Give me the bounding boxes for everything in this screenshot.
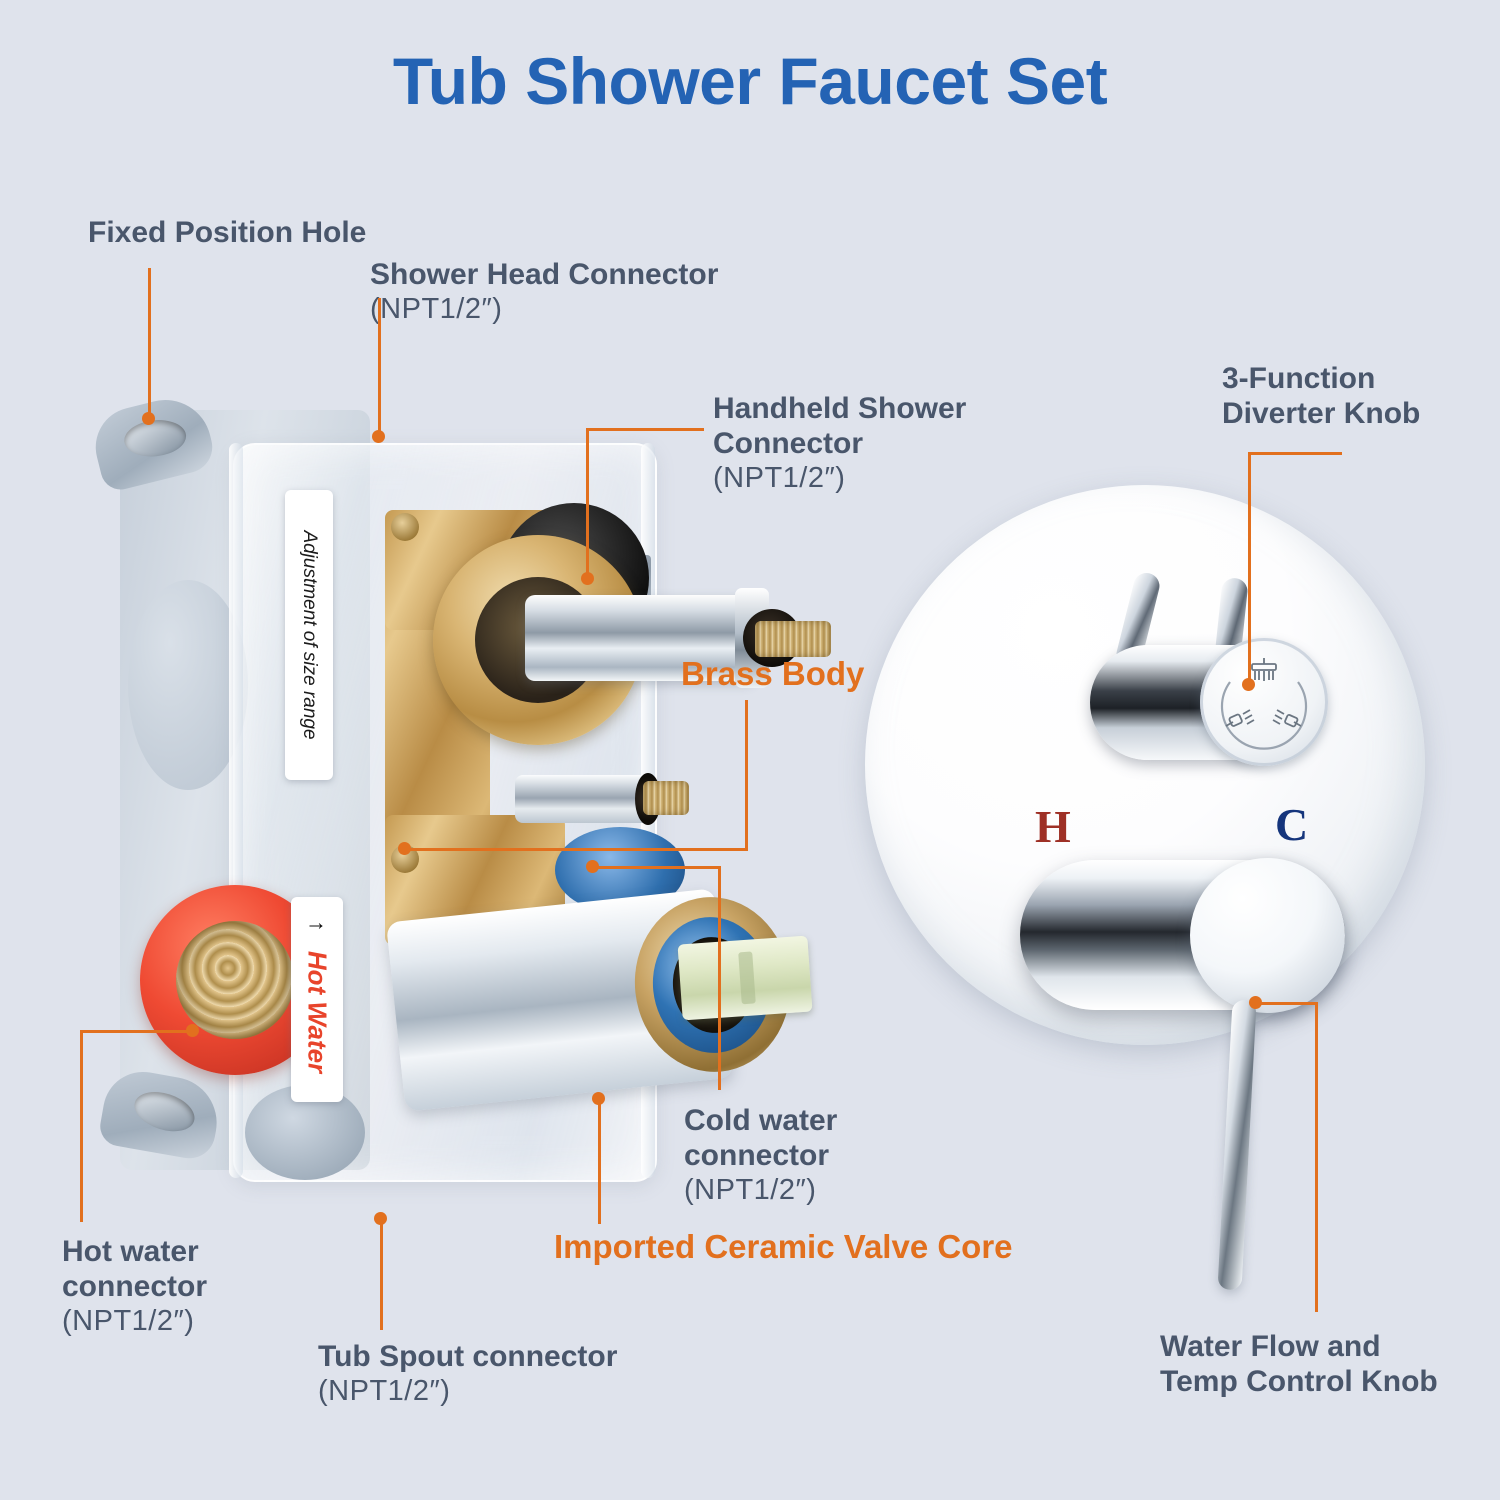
label-handheld-shower-connector: Handheld Shower Connector (NPT1/2″): [713, 392, 966, 495]
label-imported-ceramic-valve-core: Imported Ceramic Valve Core: [554, 1228, 1013, 1265]
mid-connector-stem: [515, 775, 650, 823]
leader-ceramic-valve-core: [598, 1098, 601, 1224]
splined-brass-insert: [755, 621, 831, 657]
leader-dot-ceramic-valve-core: [592, 1092, 605, 1105]
label-hot-water-line2: connector: [62, 1269, 208, 1303]
label-control-line2: Temp Control Knob: [1160, 1364, 1438, 1398]
leader-brass-body-h: [404, 848, 748, 851]
diverter-icons-group: [1220, 658, 1308, 750]
mounting-hole-icon: [129, 1084, 200, 1139]
leader-dot-cold-water: [586, 860, 599, 873]
leader-dot-control: [1249, 996, 1262, 1009]
hot-water-arrow-icon: ↑: [305, 920, 330, 932]
brass-bolt-hole: [391, 513, 419, 541]
leader-control-v: [1315, 1002, 1318, 1312]
label-tub-spout-sub: (NPT1/2″): [318, 1374, 451, 1407]
size-range-sticker-text: Adjustment of size range: [299, 530, 320, 740]
leader-dot-handheld: [581, 572, 594, 585]
leader-dot-brass-body: [398, 842, 411, 855]
label-hot-water-line1: Hot water: [62, 1235, 199, 1268]
leader-dot-tub-spout: [374, 1212, 387, 1225]
label-handheld-sub: (NPT1/2″): [713, 461, 846, 494]
label-cold-water-sub: (NPT1/2″): [684, 1173, 817, 1206]
size-range-sticker: Adjustment of size range: [285, 490, 333, 780]
diverter-function-dial[interactable]: [1200, 638, 1328, 766]
leader-hot-water-h: [80, 1030, 193, 1033]
leader-control-h: [1255, 1002, 1318, 1005]
label-shower-head-connector-title: Shower Head Connector: [370, 258, 719, 291]
label-control-line1: Water Flow and: [1160, 1330, 1381, 1363]
hot-water-sticker-text: Hot Water: [302, 950, 333, 1073]
leader-handheld-h: [586, 428, 704, 431]
leader-handheld-v: [586, 428, 589, 580]
label-handheld-line2: Connector: [713, 426, 863, 460]
label-fixed-position-hole: Fixed Position Hole: [88, 216, 367, 249]
label-diverter-line2: Diverter Knob: [1222, 396, 1421, 430]
rain-shower-icon: [1251, 658, 1277, 681]
label-brass-body: Brass Body: [681, 655, 865, 692]
label-control-knob: Water Flow and Temp Control Knob: [1160, 1330, 1438, 1400]
rough-in-valve-illustration: Adjustment of size range ↑ Hot Water: [87, 385, 831, 1215]
label-shower-head-connector-sub: (NPT1/2″): [370, 292, 503, 325]
tub-spout-icon: [1272, 709, 1302, 728]
leader-diverter-h: [1248, 452, 1342, 455]
leader-hot-water-v: [80, 1030, 83, 1222]
hot-marking: H: [1035, 801, 1071, 852]
leader-dot-diverter: [1242, 678, 1255, 691]
leader-shower-head-connector: [378, 298, 381, 438]
leader-tub-spout: [380, 1218, 383, 1330]
leader-dot-fixed-position-hole: [142, 412, 155, 425]
leader-cold-water-h: [592, 866, 721, 869]
label-tub-spout-line1: Tub Spout connector: [318, 1340, 618, 1373]
temp-control-knob-cap[interactable]: [1190, 858, 1345, 1013]
label-shower-head-connector: Shower Head Connector (NPT1/2″): [370, 258, 718, 326]
leader-cold-water-v: [718, 866, 721, 1090]
handheld-shower-connector-stem: [525, 595, 755, 681]
leader-dot-hot-water: [186, 1024, 199, 1037]
leader-diverter-v: [1248, 452, 1251, 684]
label-handheld-line1: Handheld Shower: [713, 392, 967, 425]
handheld-shower-icon: [1225, 709, 1255, 727]
page-title: Tub Shower Faucet Set: [392, 44, 1108, 118]
leader-brass-body-v: [745, 700, 748, 850]
label-hot-water-connector: Hot water connector (NPT1/2″): [62, 1235, 207, 1338]
leader-dot-shower-head-connector: [372, 430, 385, 443]
leader-fixed-position-hole: [148, 268, 151, 418]
label-cold-water-line2: connector: [684, 1138, 830, 1172]
label-hot-water-sub: (NPT1/2″): [62, 1304, 195, 1337]
temp-control-lever[interactable]: [1217, 999, 1257, 1291]
hot-water-sticker: ↑ Hot Water: [291, 897, 343, 1102]
splined-brass-insert-mid: [643, 781, 689, 815]
mounting-hole-icon: [122, 417, 188, 460]
label-tub-spout-connector: Tub Spout connector (NPT1/2″): [318, 1340, 617, 1408]
cold-marking: C: [1275, 799, 1309, 850]
label-diverter-knob: 3-Function Diverter Knob: [1222, 362, 1420, 432]
label-cold-water-connector: Cold water connector (NPT1/2″): [684, 1104, 837, 1207]
label-cold-water-line1: Cold water: [684, 1104, 838, 1137]
imported-ceramic-valve-core: [677, 935, 813, 1021]
label-diverter-line1: 3-Function: [1222, 362, 1376, 395]
